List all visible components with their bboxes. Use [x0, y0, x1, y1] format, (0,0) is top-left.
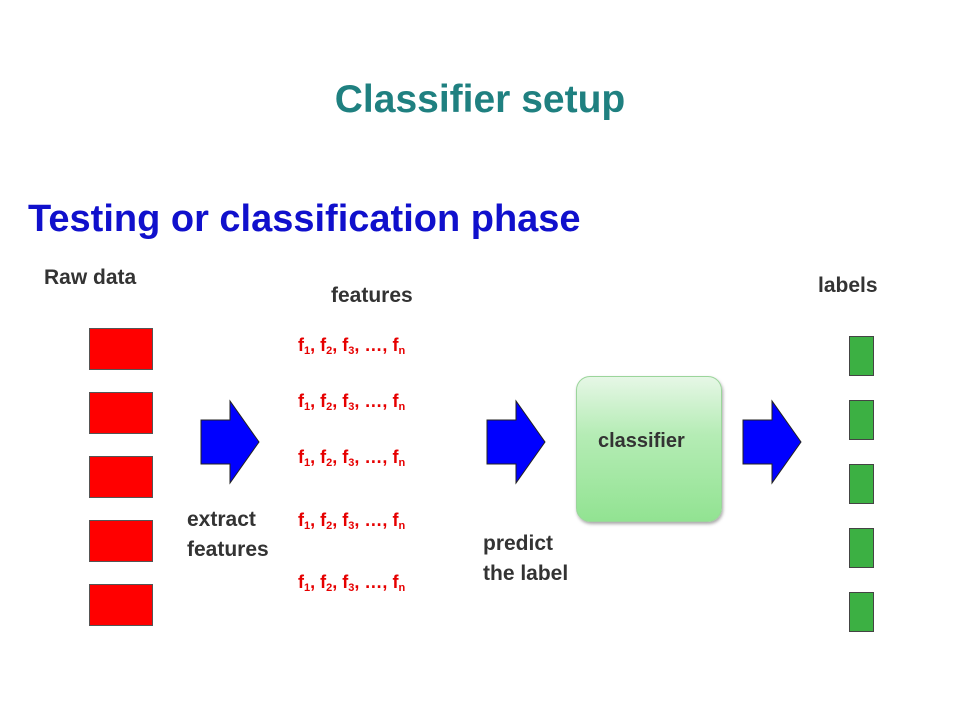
classifier-box: [576, 376, 722, 522]
predict-arrow-icon: [486, 399, 546, 485]
raw-data-box: [89, 456, 153, 498]
labels-label: labels: [818, 274, 878, 297]
classifier-label: classifier: [598, 430, 685, 452]
raw-data-box: [89, 328, 153, 370]
feature-vector-row: f1, f2, f3, …, fn: [298, 510, 406, 532]
predict-label-line2: the label: [483, 562, 569, 585]
predict-label: predict the label: [483, 529, 568, 589]
features-label: features: [331, 284, 413, 307]
feature-vector-row: f1, f2, f3, …, fn: [298, 391, 406, 413]
extract-label-line1: extract: [187, 508, 256, 531]
extract-arrow-icon: [200, 399, 260, 485]
label-box: [849, 464, 874, 504]
raw-data-box: [89, 392, 153, 434]
raw-data-box: [89, 584, 153, 626]
page-title: Classifier setup: [334, 78, 626, 121]
label-box: [849, 336, 874, 376]
phase-heading: Testing or classification phase: [28, 198, 581, 240]
label-box: [849, 400, 874, 440]
feature-vector-row: f1, f2, f3, …, fn: [298, 572, 406, 594]
feature-vector-row: f1, f2, f3, …, fn: [298, 447, 406, 469]
label-box: [849, 592, 874, 632]
raw-data-label: Raw data: [44, 266, 137, 289]
label-box: [849, 528, 874, 568]
feature-vector-row: f1, f2, f3, …, fn: [298, 335, 406, 357]
extract-features-label: extract features: [187, 505, 269, 565]
predict-label-line1: predict: [483, 532, 554, 555]
extract-label-line2: features: [187, 538, 269, 561]
output-arrow-icon: [742, 399, 802, 485]
raw-data-box: [89, 520, 153, 562]
